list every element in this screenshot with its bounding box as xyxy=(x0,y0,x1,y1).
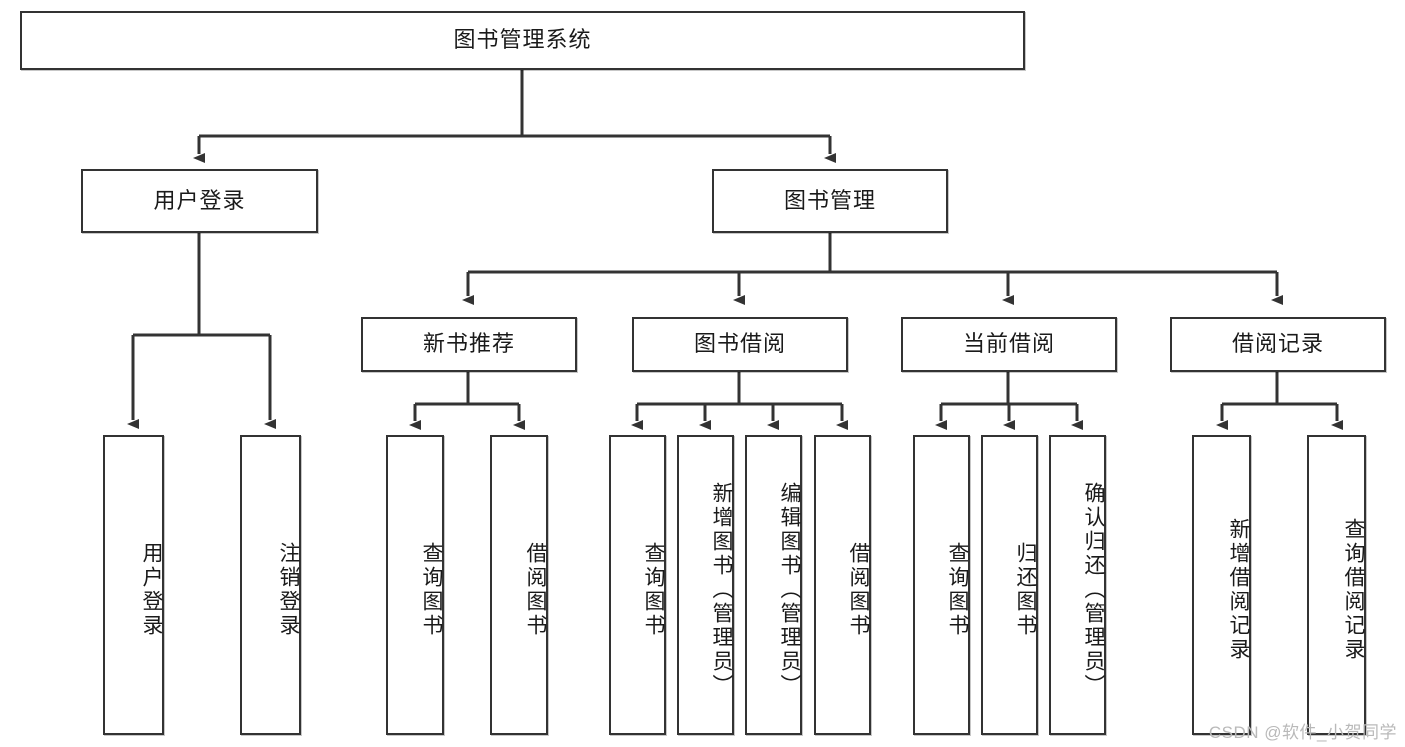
leaf-records-add-record-label: 新增借阅记录 xyxy=(1227,518,1250,662)
leaf-borrow-borrow-book[interactable]: 借阅图书 xyxy=(814,435,871,735)
leaf-user-login[interactable]: 用户登录 xyxy=(103,435,164,735)
node-book-borrow-label: 图书借阅 xyxy=(693,331,786,357)
node-book-management[interactable]: 图书管理 xyxy=(712,169,948,233)
leaf-borrow-edit-book-admin[interactable]: 编辑图书（管理员） xyxy=(745,435,802,735)
node-borrow-records-label: 借阅记录 xyxy=(1231,331,1324,357)
leaf-current-query-book[interactable]: 查询图书 xyxy=(913,435,970,735)
leaf-newbook-query-book[interactable]: 查询图书 xyxy=(386,435,444,735)
node-user-login[interactable]: 用户登录 xyxy=(81,169,318,233)
leaf-current-query-book-label: 查询图书 xyxy=(946,542,969,638)
leaf-borrow-add-book-admin[interactable]: 新增图书（管理员） xyxy=(677,435,734,735)
node-borrow-records[interactable]: 借阅记录 xyxy=(1170,317,1386,372)
leaf-borrow-add-book-admin-label: 新增图书（管理员） xyxy=(710,482,733,698)
node-root-label: 图书管理系统 xyxy=(453,27,592,53)
leaf-user-logout[interactable]: 注销登录 xyxy=(240,435,301,735)
node-current-borrow-label: 当前借阅 xyxy=(962,331,1055,357)
leaf-current-return-book-label: 归还图书 xyxy=(1014,542,1037,638)
node-book-management-label: 图书管理 xyxy=(783,187,876,213)
leaf-records-query-record[interactable]: 查询借阅记录 xyxy=(1307,435,1366,735)
node-root[interactable]: 图书管理系统 xyxy=(20,11,1025,70)
leaf-borrow-query-book[interactable]: 查询图书 xyxy=(609,435,666,735)
leaf-user-login-label: 用户登录 xyxy=(140,542,163,638)
leaf-user-logout-label: 注销登录 xyxy=(277,542,300,638)
node-current-borrow[interactable]: 当前借阅 xyxy=(901,317,1117,372)
leaf-current-confirm-return-admin-label: 确认归还（管理员） xyxy=(1082,482,1105,698)
node-book-borrow[interactable]: 图书借阅 xyxy=(632,317,848,372)
node-new-book-recommend-label: 新书推荐 xyxy=(422,331,515,357)
leaf-newbook-borrow-book[interactable]: 借阅图书 xyxy=(490,435,548,735)
leaf-borrow-query-book-label: 查询图书 xyxy=(642,542,665,638)
leaf-borrow-borrow-book-label: 借阅图书 xyxy=(847,542,870,638)
leaf-newbook-query-book-label: 查询图书 xyxy=(420,542,443,638)
leaf-records-query-record-label: 查询借阅记录 xyxy=(1342,518,1365,662)
node-new-book-recommend[interactable]: 新书推荐 xyxy=(361,317,577,372)
node-user-login-label: 用户登录 xyxy=(153,187,246,213)
leaf-newbook-borrow-book-label: 借阅图书 xyxy=(524,542,547,638)
leaf-borrow-edit-book-admin-label: 编辑图书（管理员） xyxy=(778,482,801,698)
leaf-current-confirm-return-admin[interactable]: 确认归还（管理员） xyxy=(1049,435,1106,735)
leaf-records-add-record[interactable]: 新增借阅记录 xyxy=(1192,435,1251,735)
leaf-current-return-book[interactable]: 归还图书 xyxy=(981,435,1038,735)
